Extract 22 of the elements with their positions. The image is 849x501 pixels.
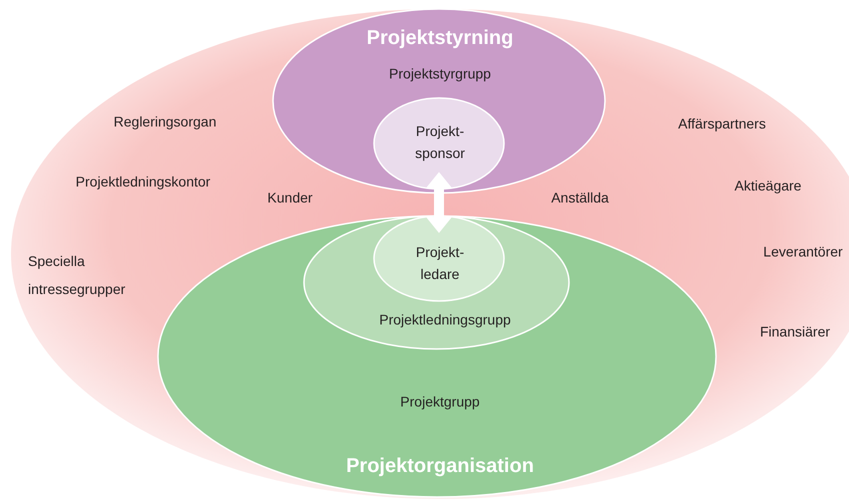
stakeholder-label: Kunder xyxy=(267,188,313,208)
stakeholder-label: Projektledningskontor xyxy=(76,172,210,192)
governance-ellipse xyxy=(272,8,606,194)
stakeholder-label: Anställda xyxy=(551,188,609,208)
group-label: Projektstyrgrupp xyxy=(389,64,491,84)
double-arrow xyxy=(426,172,452,233)
heading: Projektorganisation xyxy=(346,454,534,479)
organisation-ellipse xyxy=(157,215,717,498)
manager-ellipse xyxy=(373,215,505,302)
group-label: Projektgrupp xyxy=(400,392,480,412)
role-label: Projekt- sponsor xyxy=(414,122,466,163)
sponsor-ellipse xyxy=(373,97,505,190)
group-label: Projektledningsgrupp xyxy=(379,310,511,330)
stakeholder-label: Aktieägare xyxy=(734,176,802,196)
stakeholder-label: Finansiärer xyxy=(760,322,830,342)
stakeholder-label: Regleringsorgan xyxy=(114,112,216,132)
management-group-ellipse xyxy=(303,215,570,350)
role-label: Projekt- ledare xyxy=(414,243,466,284)
heading: Projektstyrning xyxy=(366,26,514,51)
stakeholder-label: Leverantörer xyxy=(763,242,843,262)
stakeholder-label: Speciella intressegrupper xyxy=(28,252,126,299)
stakeholder-label: Affärspartners xyxy=(678,114,766,134)
